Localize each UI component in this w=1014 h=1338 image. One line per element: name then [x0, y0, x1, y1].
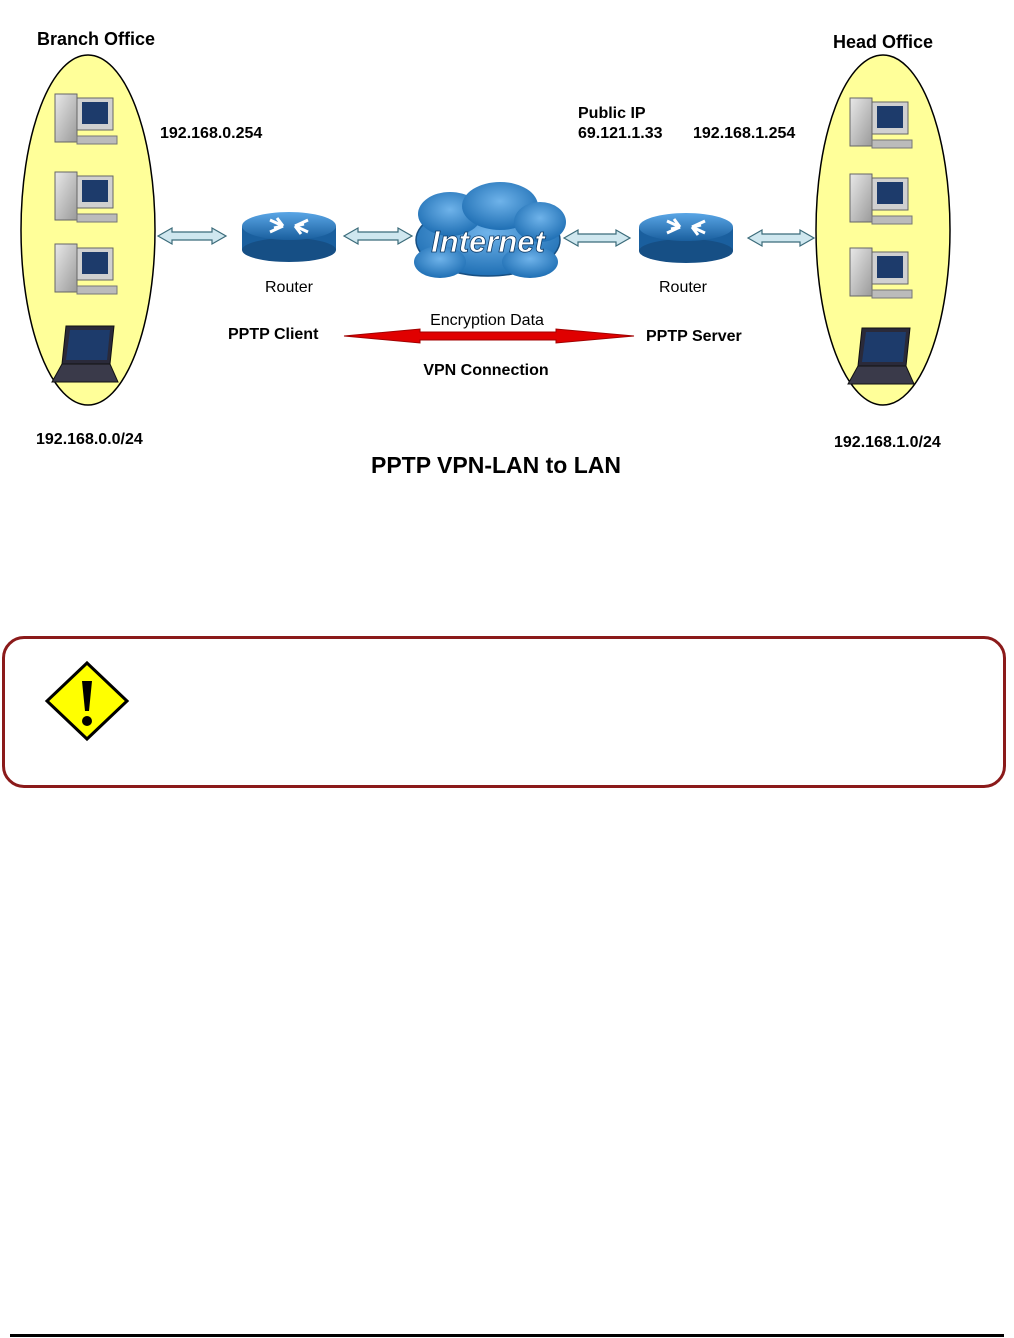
branch-router-icon	[242, 212, 336, 262]
diagram-title: PPTP VPN-LAN to LAN	[371, 452, 621, 478]
link-arrow-icon	[746, 228, 816, 248]
vpn-connection-label: VPN Connection	[423, 362, 548, 379]
head-gateway-ip: 192.168.1.254	[693, 125, 795, 142]
footer-divider	[10, 1334, 1004, 1337]
head-router-label: Router	[659, 279, 708, 296]
branch-pc-icon	[54, 93, 118, 145]
head-laptop-icon	[847, 327, 915, 385]
link-arrow-icon	[156, 226, 228, 246]
branch-pc-icon	[54, 243, 118, 295]
pptp-client-label: PPTP Client	[228, 326, 319, 343]
branch-office-label: Branch Office	[37, 29, 155, 49]
warning-note-box	[2, 636, 1006, 788]
branch-pc-icon	[54, 171, 118, 223]
link-arrow-icon	[562, 228, 632, 248]
link-arrow-icon	[342, 226, 414, 246]
internet-label: Internet	[431, 224, 546, 259]
branch-router-label: Router	[265, 279, 314, 296]
head-pc-icon	[849, 97, 913, 149]
head-subnet-label: 192.168.1.0/24	[834, 434, 941, 451]
vpn-connection-arrow	[343, 328, 635, 344]
pptp-server-label: PPTP Server	[646, 328, 742, 345]
head-pc-icon	[849, 173, 913, 225]
public-ip-value: 69.121.1.33	[578, 125, 663, 142]
branch-gateway-ip: 192.168.0.254	[160, 125, 262, 142]
encryption-data-label: Encryption Data	[430, 312, 544, 329]
head-pc-icon	[849, 247, 913, 299]
head-router-icon	[639, 213, 733, 263]
warning-icon	[44, 660, 130, 742]
internet-cloud-icon	[414, 182, 566, 278]
head-office-label: Head Office	[833, 32, 933, 52]
branch-subnet-label: 192.168.0.0/24	[36, 431, 143, 448]
pptp-vpn-diagram: Internet Branch Office Head Office 192.1…	[20, 29, 951, 478]
public-ip-label: Public IP	[578, 105, 646, 122]
branch-laptop-icon	[51, 325, 119, 383]
